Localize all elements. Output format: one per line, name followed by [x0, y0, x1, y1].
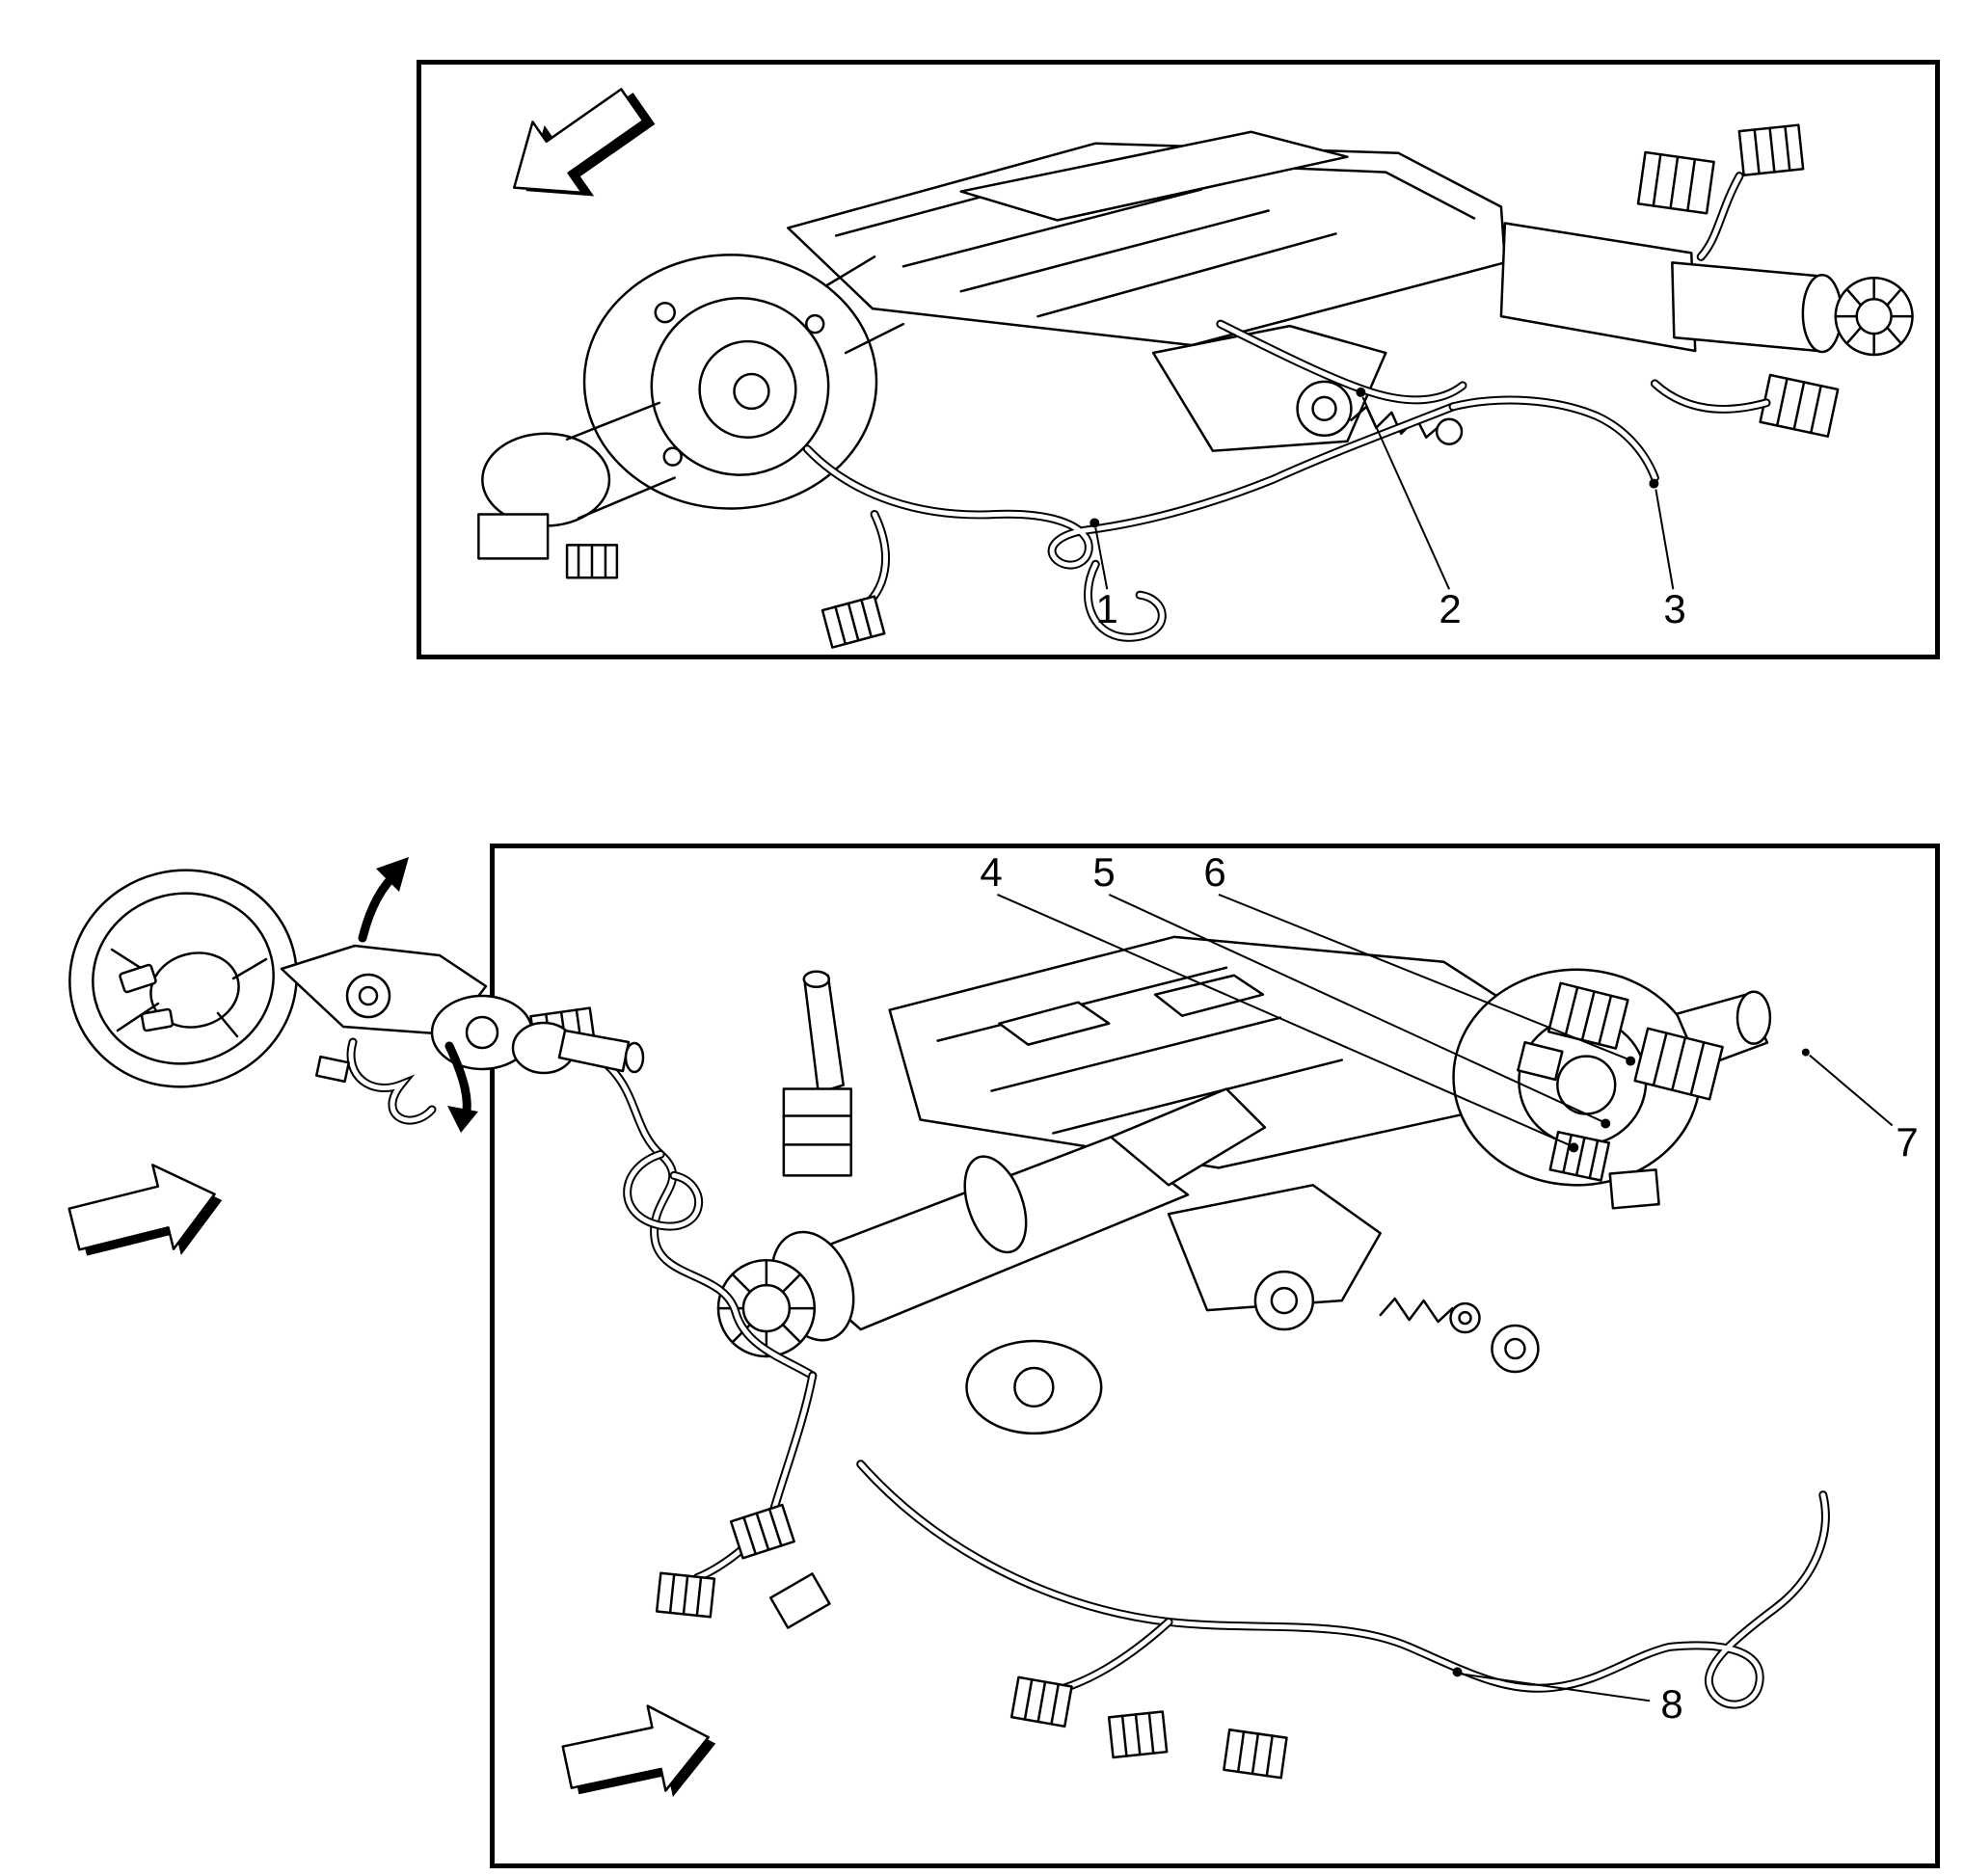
callout-8: 8: [1660, 1681, 1683, 1727]
column-body-drawing: [280, 944, 645, 1125]
lower-view-illustration: [529, 893, 1894, 1797]
steering-column-upper-drawing: [477, 123, 1914, 649]
upper-view-illustration: [477, 88, 1914, 649]
curved-arrow-up-icon: [358, 857, 409, 943]
upper-view-panel: [417, 60, 1940, 659]
steering-wheel-drawing: [68, 869, 298, 1088]
callout-6: 6: [1203, 849, 1226, 895]
steering-column-assembly-illustration: [68, 857, 645, 1133]
block-arrow-right-icon: [67, 1164, 223, 1256]
lower-callout-leaders: [997, 893, 1894, 1702]
callout-1: 1: [1095, 586, 1118, 631]
block-arrow-right-icon: [561, 1704, 716, 1797]
block-arrow-up-left-icon: [513, 88, 656, 197]
callout-4: 4: [980, 849, 1003, 895]
callout-2: 2: [1439, 586, 1462, 631]
steering-column-lower-drawing: [529, 935, 1830, 1780]
curved-arrow-down-icon: [444, 1041, 478, 1133]
callout-5: 5: [1092, 849, 1116, 895]
upper-callout-leaders: [1090, 387, 1675, 590]
callout-7: 7: [1896, 1119, 1919, 1165]
lower-view-panel: [490, 844, 1940, 1868]
callout-3: 3: [1663, 586, 1686, 631]
